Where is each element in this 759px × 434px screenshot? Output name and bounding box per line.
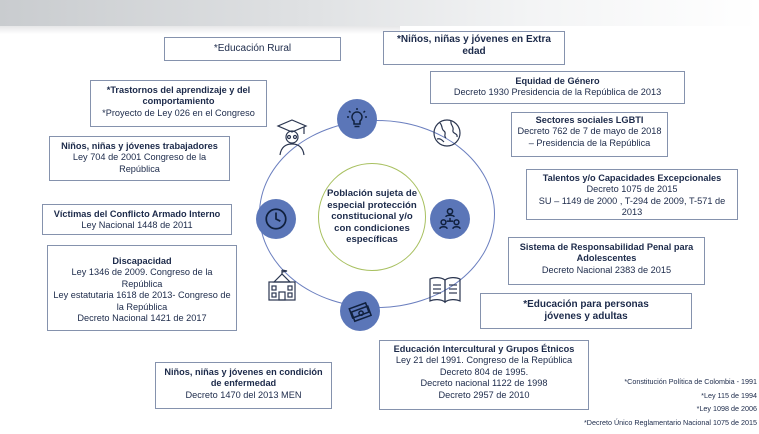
money-node [340,291,380,331]
equidad-genero-detail: Decreto 1930 Presidencia de la República… [453,87,662,98]
box-victimas: Víctimas del Conflicto Armado Interno Le… [42,204,232,235]
intercultural-detail-4: Decreto 2957 de 2010 [438,389,530,400]
graduate-icon [276,119,308,156]
trastornos-title: *Trastornos del aprendizaje y del compor… [106,85,251,107]
lgbti-detail: Decreto 762 de 7 de mayo de 2018 – Presi… [517,126,662,148]
discapacidad-detail-1: Ley 1346 de 2009. Congreso de la Repúbli… [71,267,213,289]
footnote: *Constitución Política de Colombia - 199… [624,377,757,386]
box-responsabilidad-penal: Sistema de Responsabilidad Penal para Ad… [508,237,705,285]
box-adultos: *Educación para personas jóvenes y adult… [480,293,692,329]
victimas-detail: Ley Nacional 1448 de 2011 [81,220,193,231]
globe-icon [433,119,461,147]
enfermedad-detail: Decreto 1470 del 2013 MEN [185,389,302,400]
intercultural-title: Educación Intercultural y Grupos Étnicos [393,344,575,354]
intercultural-detail-2: Decreto 804 de 1995. [439,366,529,377]
people-network-node [430,199,470,239]
discapacidad-detail-2: Ley estatutaria 1618 de 2013- Congreso d… [53,290,231,312]
adultos-title: *Educación para personas jóvenes y adult… [523,299,649,322]
center-circle: Población sujeta de especial protección … [318,163,426,271]
box-discapacidad: Discapacidad Ley 1346 de 2009. Congreso … [47,245,237,331]
box-trastornos: *Trastornos del aprendizaje y del compor… [90,80,267,127]
trabajadores-title: Niños, niñas y jóvenes trabajadores [61,141,218,151]
center-label: Población sujeta de especial protección … [326,188,418,246]
box-intercultural: Educación Intercultural y Grupos Étnicos… [379,340,589,410]
box-equidad-genero: Equidad de Género Decreto 1930 Presidenc… [430,71,685,104]
footnote: *Decreto Único Reglamentario Nacional 10… [583,418,757,427]
box-lgbti: Sectores sociales LGBTI Decreto 762 de 7… [511,112,668,157]
victimas-title: Víctimas del Conflicto Armado Interno [53,209,221,219]
lightbulb-node [337,99,377,139]
enfermedad-title: Niños, niñas y jóvenes en condición de e… [164,367,323,389]
lightbulb-icon [347,108,367,128]
book-icon [429,277,461,304]
intercultural-detail-3: Decreto nacional 1122 de 1998 [420,378,548,389]
box-enfermedad: Niños, niñas y jóvenes en condición de e… [155,362,332,409]
responsabilidad-penal-title: Sistema de Responsabilidad Penal para Ad… [519,242,694,264]
box-extra-edad: *Niños, niñas y jóvenes en Extra edad [383,31,565,65]
intercultural-detail-1: Ley 21 del 1991. Congreso de la Repúblic… [395,355,573,366]
school-building-icon [268,269,296,301]
people-network-icon [438,208,462,230]
responsabilidad-penal-detail: Decreto Nacional 2383 de 2015 [541,264,672,275]
discapacidad-detail-3: Decreto Nacional 1421 de 2017 [77,313,207,324]
money-icon [348,301,373,323]
lgbti-title: Sectores sociales LGBTI [535,115,644,125]
trastornos-detail: *Proyecto de Ley 026 en el Congreso [102,107,255,118]
discapacidad-title: Discapacidad [112,256,172,266]
extra-edad-title: *Niños, niñas y jóvenes en Extra edad [397,34,551,57]
educacion-rural-title: *Educación Rural [213,43,292,54]
clock-node [256,199,296,239]
box-educacion-rural: *Educación Rural [164,37,341,61]
talentos-title: Talentos y/o Capacidades Excepcionales [542,173,722,183]
footnote: *Ley 1098 de 2006 [696,404,757,413]
equidad-genero-title: Equidad de Género [515,76,600,86]
box-talentos: Talentos y/o Capacidades Excepcionales D… [526,169,738,220]
trabajadores-detail: Ley 704 de 2001 Congreso de la República [72,152,207,174]
top-shadow-fade [0,26,400,34]
footnote: *Ley 115 de 1994 [701,391,757,400]
box-trabajadores: Niños, niñas y jóvenes trabajadores Ley … [49,136,230,181]
talentos-detail-1: Decreto 1075 de 2015 [586,184,678,195]
talentos-detail-2: SU – 1149 de 2000 , T-294 de 2009, T-571… [538,195,726,218]
clock-icon [265,208,287,230]
top-shadow-band [0,0,759,26]
